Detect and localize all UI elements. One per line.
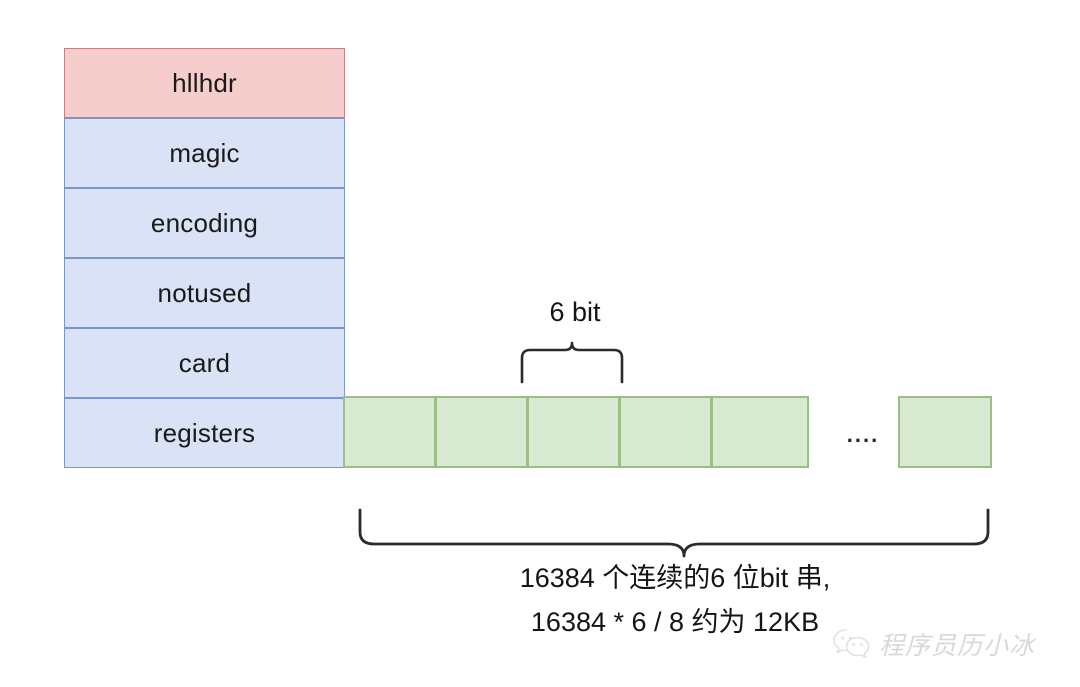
register-cell-last (898, 396, 992, 468)
six-bit-brace-icon (520, 341, 624, 384)
six-bit-label: 6 bit (549, 297, 601, 327)
struct-row-registers: registers (64, 398, 345, 468)
register-cell-1 (343, 396, 436, 468)
struct-row-label: registers (153, 417, 256, 448)
struct-row-label: magic (169, 137, 240, 168)
wechat-icon (833, 629, 870, 658)
register-cell-3 (527, 396, 620, 468)
struct-row-label: notused (157, 277, 252, 308)
registers-caption: 16384 个连续的6 位bit 串, 16384 * 6 / 8 约为 12K… (345, 556, 1005, 644)
watermark: 程序员历小冰 (832, 626, 1035, 662)
watermark-text: 程序员历小冰 (879, 631, 1036, 660)
register-ellipsis: .... (846, 422, 880, 447)
struct-row-hllhdr: hllhdr (64, 48, 345, 118)
struct-row-encoding: encoding (64, 188, 345, 258)
struct-row-label: hllhdr (172, 67, 237, 98)
caption-line-1: 16384 个连续的6 位bit 串, (519, 563, 831, 593)
struct-row-card: card (64, 328, 345, 398)
registers-span-brace-icon (358, 508, 990, 558)
register-cell-2 (435, 396, 528, 468)
struct-row-label: card (178, 347, 231, 378)
struct-row-notused: notused (64, 258, 345, 328)
register-cell-4 (619, 396, 712, 468)
struct-row-label: encoding (150, 207, 259, 238)
struct-row-magic: magic (64, 118, 345, 188)
register-cell-5 (711, 396, 809, 468)
caption-line-2: 16384 * 6 / 8 约为 12KB (530, 607, 820, 637)
